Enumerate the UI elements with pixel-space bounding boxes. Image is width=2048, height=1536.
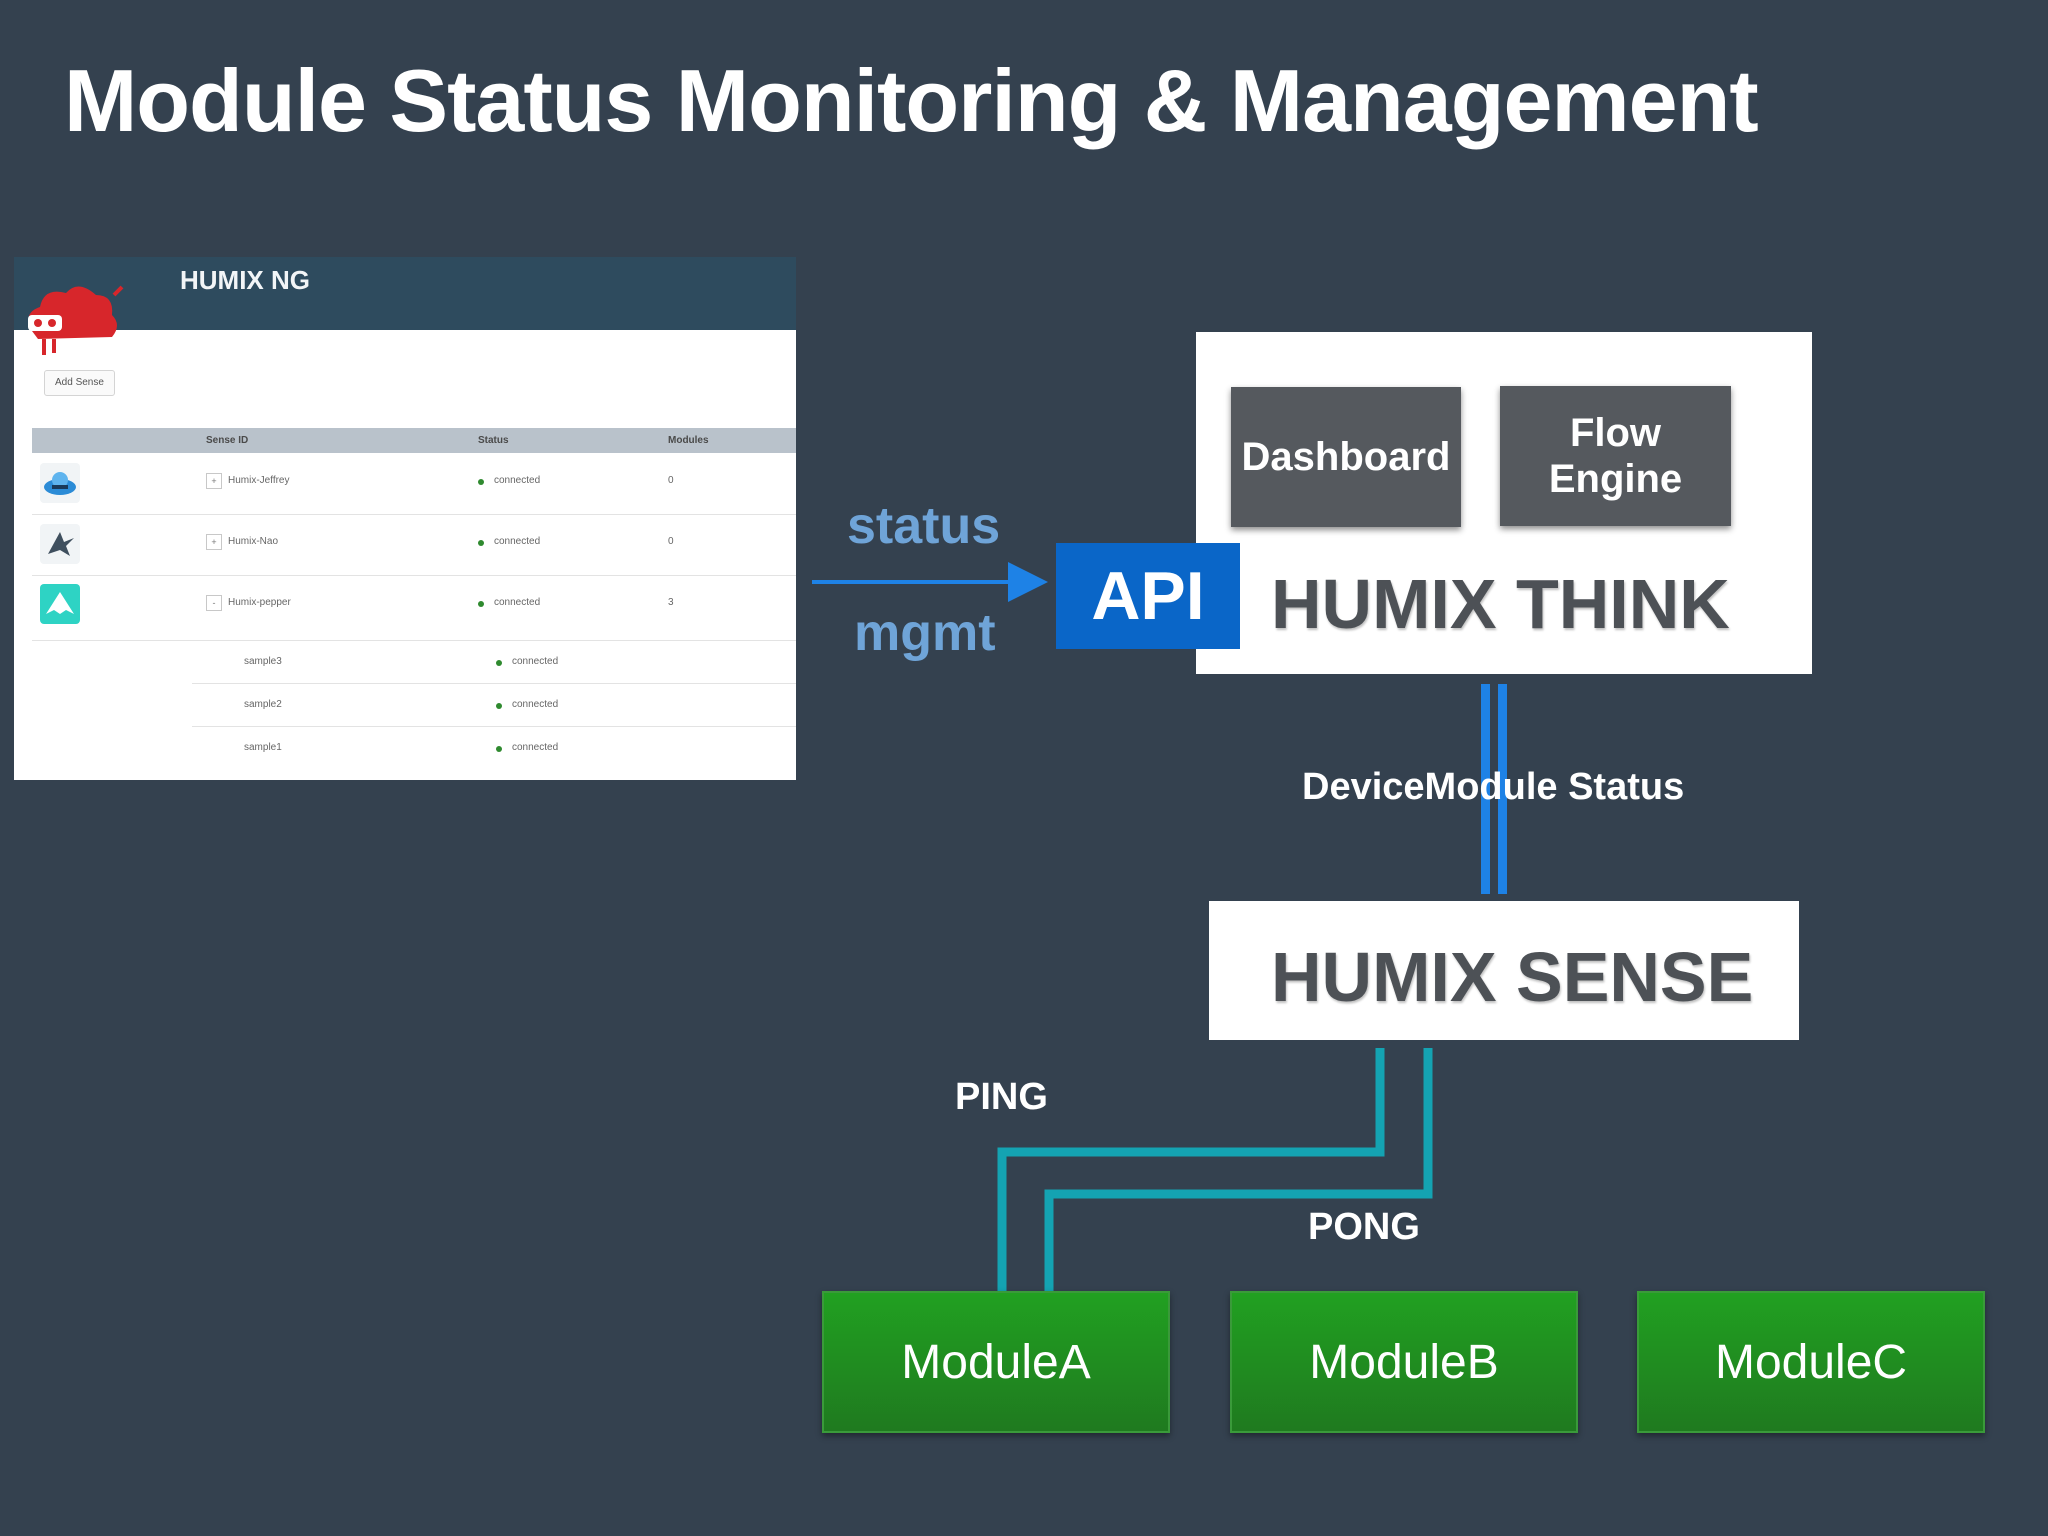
module-name: sample2 — [244, 699, 282, 710]
status-dot — [496, 703, 502, 709]
app-header: HUMIX NG — [14, 257, 796, 355]
pong-label: PONG — [1308, 1206, 1420, 1248]
status-text: connected — [494, 475, 541, 486]
pong-line — [1044, 1048, 1433, 1292]
expand-toggle[interactable]: + — [206, 473, 222, 489]
humix-sense-box — [1209, 901, 1799, 1040]
humix-sense-label: HUMIX SENSE — [1271, 938, 1754, 1016]
module-b-box: ModuleB — [1230, 1291, 1578, 1433]
app-title: HUMIX NG — [180, 265, 310, 295]
ping-label: PING — [955, 1076, 1048, 1118]
column-header: Status — [478, 435, 509, 446]
module-name: sample3 — [244, 656, 282, 667]
module-a-box: ModuleA — [822, 1291, 1170, 1433]
status-dot — [478, 601, 484, 607]
status-dot — [496, 746, 502, 752]
dashboard-box: Dashboard — [1231, 387, 1461, 527]
module-subrow[interactable]: sample2 connected — [192, 683, 796, 727]
status-text: connected — [512, 656, 559, 667]
module-subrow[interactable]: sample3 connected — [192, 640, 796, 684]
table-row[interactable]: + Humix-Jeffrey connected 0 — [32, 453, 796, 515]
status-dot — [478, 540, 484, 546]
ship-avatar-icon — [40, 584, 80, 624]
slide-title: Module Status Monitoring & Management — [64, 51, 1759, 150]
jet-avatar-icon — [40, 524, 80, 564]
column-header: Sense ID — [206, 435, 249, 446]
table-header: Sense ID Status Modules — [32, 428, 796, 453]
module-name: sample1 — [244, 742, 282, 753]
sense-id: Humix-Nao — [228, 536, 279, 547]
module-count: 0 — [668, 536, 674, 547]
table-row[interactable]: + Humix-Nao connected 0 — [32, 514, 796, 576]
module-c-box: ModuleC — [1637, 1291, 1985, 1433]
think-sense-link-right — [1498, 684, 1507, 894]
status-text: connected — [512, 699, 559, 710]
humix-ng-screenshot: HUMIX NG Add Sense Sense ID Status Modul… — [14, 257, 796, 780]
column-header: Modules — [668, 435, 709, 446]
module-subrow[interactable]: sample1 connected — [192, 726, 796, 769]
mgmt-label: mgmt — [854, 604, 996, 662]
module-count: 0 — [668, 475, 674, 486]
expand-toggle[interactable]: + — [206, 534, 222, 550]
flow-engine-box: Flow Engine — [1500, 386, 1731, 526]
robot-avatar-icon — [40, 463, 80, 503]
table-row[interactable]: - Humix-pepper connected 3 — [32, 575, 796, 641]
status-text: connected — [512, 742, 559, 753]
status-text: connected — [494, 597, 541, 608]
status-dot — [496, 660, 502, 666]
sense-id: Humix-pepper — [228, 597, 291, 608]
module-count: 3 — [668, 597, 674, 608]
ping-line — [997, 1048, 1385, 1292]
api-box: API — [1056, 543, 1240, 649]
status-dot — [478, 479, 484, 485]
cloud-mascot-logo — [18, 273, 128, 368]
collapse-toggle[interactable]: - — [206, 595, 222, 611]
sense-id: Humix-Jeffrey — [228, 475, 290, 486]
humix-think-label: HUMIX THINK — [1271, 565, 1730, 643]
think-sense-link-left — [1481, 684, 1490, 894]
device-module-status-label: DeviceModule Status — [1302, 766, 1685, 808]
status-text: connected — [494, 536, 541, 547]
status-label: status — [847, 497, 1001, 555]
add-sense-button[interactable]: Add Sense — [44, 370, 115, 396]
